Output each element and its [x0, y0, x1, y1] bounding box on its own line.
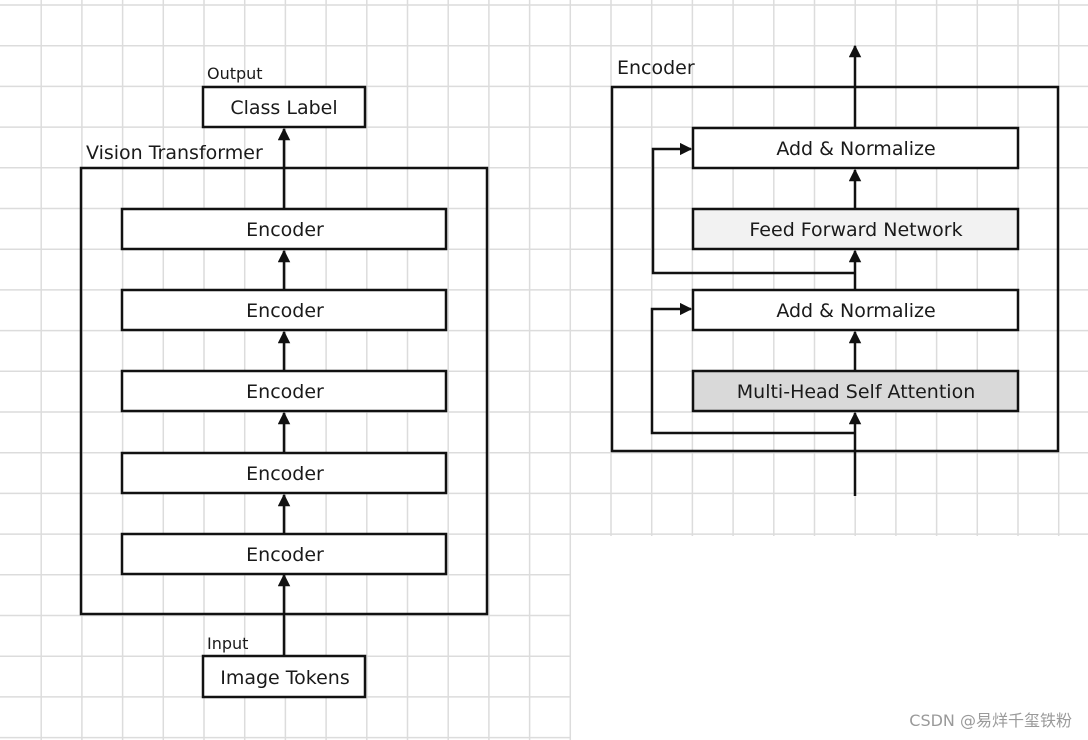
block-label: Add & Normalize — [776, 138, 935, 160]
image-tokens-box: Image Tokens — [201, 654, 367, 699]
output-label: Output — [207, 64, 263, 83]
block-label: Feed Forward Network — [749, 219, 962, 241]
encoder-box: Encoder — [120, 288, 448, 332]
encoder-label: Encoder — [246, 463, 324, 485]
residual-connection-lower — [650, 302, 855, 435]
encoder-detail-title: Encoder — [617, 57, 695, 79]
encoder-label: Encoder — [246, 219, 324, 241]
class-label-box: Class Label — [201, 85, 367, 129]
encoder-box: Encoder — [120, 369, 448, 413]
add-normalize-lower-box: Add & Normalize — [691, 288, 1020, 332]
encoder-box: Encoder — [120, 451, 448, 495]
residual-connection-upper — [651, 142, 856, 275]
encoder-label: Encoder — [246, 381, 324, 403]
watermark-text: CSDN @易烊千玺铁粉 — [909, 711, 1072, 730]
vision-transformer-diagram: Output Class Label Vision Transformer En… — [79, 64, 489, 699]
encoder-box: Encoder — [120, 532, 448, 576]
multi-head-attention-box: Multi-Head Self Attention — [691, 369, 1020, 413]
vision-transformer-title: Vision Transformer — [86, 142, 263, 164]
feed-forward-box: Feed Forward Network — [691, 207, 1020, 251]
class-label-text: Class Label — [230, 97, 337, 119]
encoder-label: Encoder — [246, 544, 324, 566]
encoder-label: Encoder — [246, 300, 324, 322]
image-tokens-text: Image Tokens — [220, 667, 350, 689]
block-label: Multi-Head Self Attention — [737, 381, 975, 403]
input-label: Input — [207, 634, 248, 653]
block-label: Add & Normalize — [776, 300, 935, 322]
add-normalize-upper-box: Add & Normalize — [691, 126, 1020, 170]
encoder-detail-container — [610, 85, 1060, 453]
encoder-box: Encoder — [120, 207, 448, 251]
